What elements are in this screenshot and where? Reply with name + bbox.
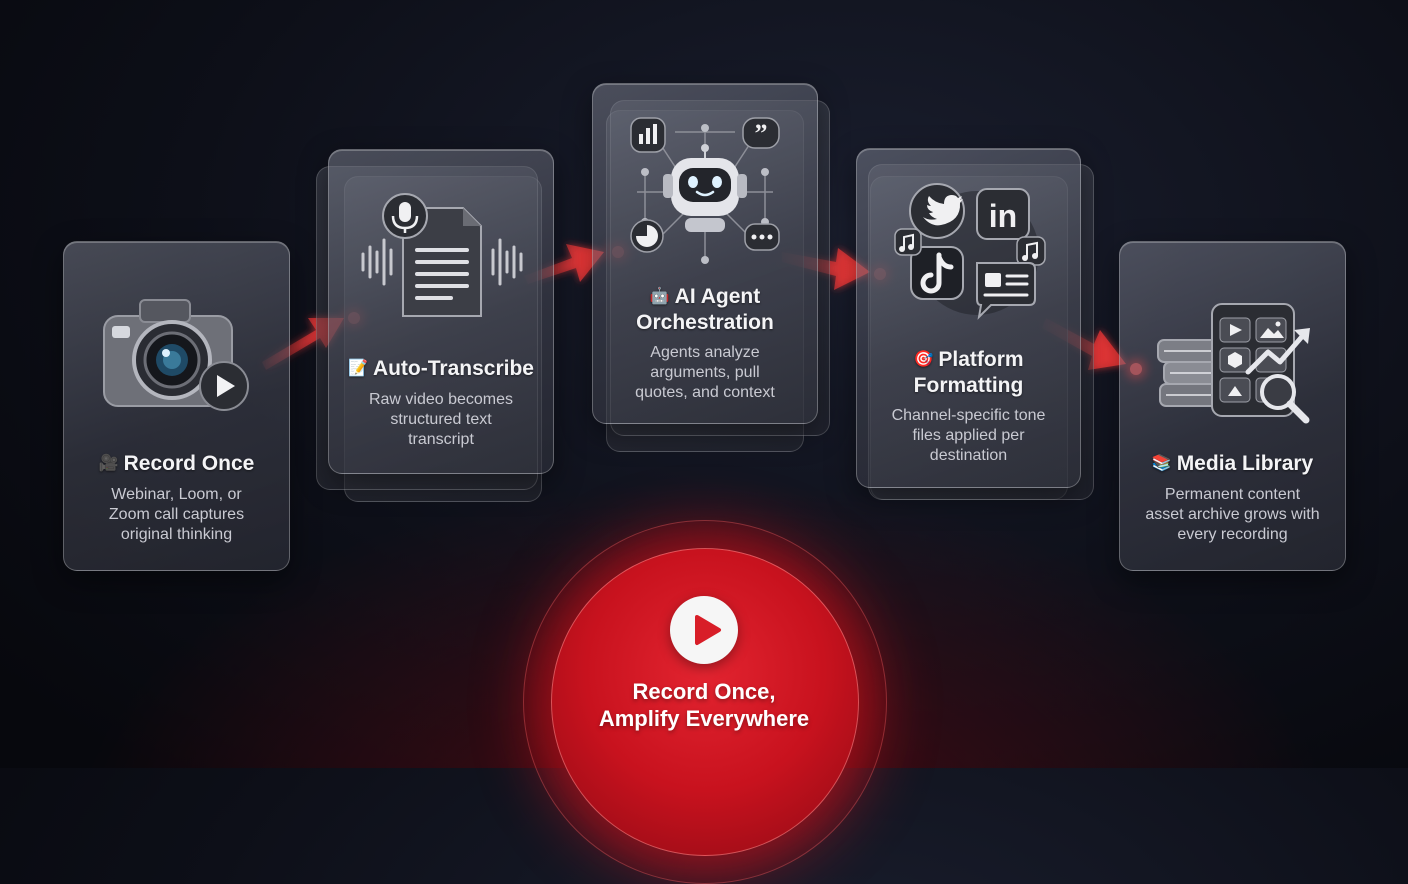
step-5-title-text: Media Library (1176, 452, 1314, 475)
step-card-auto-transcribe: 📝Auto-Transcribe Raw video becomes struc… (328, 149, 554, 474)
step-card-ai-agent: ” 🤖AI Agent Orchestration Agents analyze… (592, 83, 818, 424)
step-5-desc: Permanent content asset archive grows wi… (1120, 485, 1345, 545)
step-4-desc-line: Channel-specific tone (891, 407, 1046, 424)
step-1-title: 🎥Record Once (64, 451, 289, 477)
hub-play-button[interactable] (670, 596, 738, 664)
step-5-title: 📚Media Library (1120, 451, 1345, 477)
robot-network-icon: ” (630, 117, 780, 264)
step-1-title-text: Record Once (123, 452, 255, 475)
step-2-emoji: 📝 (348, 360, 368, 377)
step-4-desc-line: destination (929, 447, 1008, 464)
svg-text:”: ” (755, 119, 768, 148)
step-4-emoji: 🎯 (913, 351, 934, 368)
play-icon (695, 615, 721, 645)
step-4-title-line: Formatting (913, 374, 1024, 397)
step-2-title: 📝Auto-Transcribe (329, 356, 553, 382)
step-1-desc-line: Zoom call captures (108, 506, 245, 523)
step-1-desc-line: Webinar, Loom, or (111, 486, 242, 503)
social-platforms-icon: in (894, 183, 1046, 320)
hub-line-1: Record Once, (632, 679, 776, 704)
step-2-title-text: Auto-Transcribe (372, 357, 534, 380)
step-5-desc-line: asset archive grows with (1145, 506, 1320, 523)
step-2-desc-line: Raw video becomes (368, 391, 514, 408)
step-3-emoji: 🤖 (649, 288, 670, 305)
step-5-desc-line: Permanent content (1164, 486, 1301, 503)
step-5-emoji: 📚 (1151, 455, 1172, 472)
step-card-media-library: 📚Media Library Permanent content asset a… (1119, 241, 1346, 571)
step-card-record-once: 🎥Record Once Webinar, Loom, or Zoom call… (63, 241, 290, 571)
hub-title: Record Once, Amplify Everywhere (554, 678, 854, 732)
step-4-title-line: Platform (938, 348, 1024, 371)
step-1-desc-line: original thinking (120, 526, 233, 543)
step-card-platform-formatting: in 🎯Platform Formatting Channel-specific… (856, 148, 1081, 488)
step-3-title-line: Orchestration (636, 311, 774, 334)
camera-icon (103, 299, 249, 411)
step-3-desc-line: arguments, pull (650, 364, 760, 381)
step-3-desc-line: Agents analyze (650, 344, 760, 361)
step-1-desc: Webinar, Loom, or Zoom call captures ori… (64, 485, 289, 545)
document-microphone-icon (361, 193, 523, 317)
step-2-desc-line: transcript (408, 431, 474, 448)
step-4-desc-line: files applied per (912, 427, 1025, 444)
step-1-emoji: 🎥 (98, 455, 119, 472)
media-library-icon (1157, 303, 1310, 424)
step-2-desc: Raw video becomes structured text transc… (329, 390, 553, 450)
step-3-title: 🤖AI Agent Orchestration (593, 284, 817, 336)
step-3-title-line: AI Agent (674, 285, 761, 308)
step-4-desc: Channel-specific tone files applied per … (857, 406, 1080, 466)
step-3-desc: Agents analyze arguments, pull quotes, a… (593, 343, 817, 403)
step-4-title: 🎯Platform Formatting (857, 347, 1080, 399)
step-3-desc-line: quotes, and context (635, 384, 775, 401)
hub-line-2: Amplify Everywhere (598, 706, 810, 731)
svg-text:in: in (989, 198, 1017, 234)
step-5-desc-line: every recording (1177, 526, 1288, 543)
step-2-desc-line: structured text (390, 411, 492, 428)
